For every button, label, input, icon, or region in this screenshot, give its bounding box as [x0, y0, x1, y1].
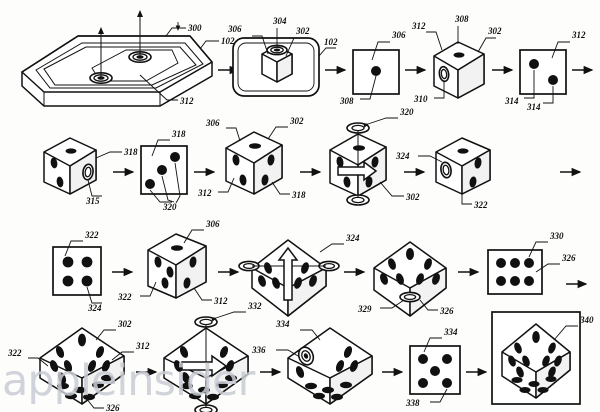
panel-face-six-pip: 330 326	[487, 231, 576, 295]
ref-326a: 326	[439, 306, 454, 316]
ref-320a: 320	[162, 202, 177, 212]
ref-326b: 326	[561, 253, 576, 263]
die-ring-left	[438, 65, 450, 83]
panel-die-four-pip: 306 322 312	[117, 219, 228, 306]
ref-314a: 314	[504, 96, 519, 106]
panel-die-rotating-horizontal: 320 302	[329, 107, 420, 206]
ref-318a: 318	[123, 147, 138, 157]
panel-face-one-pip: 306 308	[339, 30, 406, 106]
ref-324b: 324	[87, 303, 102, 313]
ref-312a: 312	[179, 96, 194, 106]
ref-332: 332	[247, 301, 262, 311]
target-ring	[297, 346, 315, 366]
ref-322c: 322	[117, 292, 132, 302]
ref-102a: 102	[221, 36, 235, 46]
die-ring	[82, 163, 94, 181]
ref-312b: 312	[411, 21, 426, 31]
panel-die-rotating-vertical: 324	[238, 233, 360, 317]
panel-die-six-pip: 329 326	[357, 241, 454, 317]
ref-320b: 320	[399, 107, 414, 117]
panel-face-two-pip: 312 314 314	[504, 30, 586, 112]
ref-324a: 324	[395, 151, 410, 161]
panel-face-four-pip: 322 324	[52, 230, 102, 313]
panel-die-three-pip: 306 302 312 318	[197, 116, 306, 200]
panel-die-rotating-final: 332	[163, 301, 262, 412]
ref-318b: 318	[171, 129, 186, 139]
ref-334a: 334	[275, 319, 290, 329]
ref-312d: 312	[197, 188, 212, 198]
row-2: 318 315 318 320 306 302 312 318	[43, 107, 582, 212]
ref-322a: 322	[473, 200, 488, 210]
die-ring-target	[440, 161, 452, 179]
panel-die-many-pip: 302 312 322 326	[7, 319, 150, 412]
ref-306b: 306	[391, 30, 406, 40]
ref-302e: 302	[117, 319, 132, 329]
axis-ring-bottom	[346, 194, 370, 206]
ref-306a: 306	[227, 24, 242, 34]
ref-322d: 322	[7, 348, 22, 358]
ref-334b: 334	[443, 327, 458, 337]
ref-315: 315	[85, 196, 100, 206]
ref-302b: 302	[487, 26, 502, 36]
ref-304: 304	[272, 16, 287, 26]
panel-tablet-with-cube: 306 304 302 102	[227, 16, 338, 97]
ref-308a: 308	[339, 96, 354, 106]
ref-312f: 312	[135, 341, 150, 351]
ref-330: 330	[549, 231, 564, 241]
ref-318c: 318	[291, 190, 306, 200]
ref-326c: 326	[105, 403, 120, 412]
bottom-face-ring	[399, 291, 421, 303]
ref-336: 336	[251, 345, 266, 355]
row-1: 300 102 312 306 304 302 102 306 308	[20, 10, 594, 112]
panel-die-rotated: 324 322	[395, 137, 491, 210]
ref-310: 310	[413, 94, 428, 104]
panel-die-one-pip: 308 312 302 310	[411, 14, 502, 104]
panel-final-die-framed: 340	[491, 311, 594, 405]
panel-die-two-pip: 318 315	[43, 137, 138, 206]
ref-324c: 324	[345, 233, 360, 243]
ref-306c: 306	[205, 118, 220, 128]
row-3: 322 324 306 322 312	[52, 219, 588, 317]
panel-face-five-pip: 334 338	[405, 327, 461, 408]
ref-322b: 322	[84, 230, 99, 240]
ref-314b: 314	[526, 102, 541, 112]
ref-302c: 302	[289, 116, 304, 126]
ref-312c: 312	[571, 30, 586, 40]
panel-face-three-pip: 318 320	[140, 129, 188, 212]
ref-302a: 302	[295, 26, 310, 36]
panel-die-five-target: 334 336	[251, 319, 373, 405]
ref-338: 338	[405, 398, 420, 408]
ref-340: 340	[579, 315, 594, 325]
ref-300: 300	[187, 23, 202, 33]
ref-329: 329	[357, 304, 372, 314]
panel-tablet-device: 300 102 312	[20, 10, 235, 107]
ref-302d: 302	[405, 192, 420, 202]
ref-312e: 312	[213, 296, 228, 306]
ref-308b: 308	[454, 14, 469, 24]
ref-102b: 102	[324, 37, 338, 47]
row-4: 302 312 322 326 33	[7, 301, 594, 412]
ref-306d: 306	[205, 219, 220, 229]
